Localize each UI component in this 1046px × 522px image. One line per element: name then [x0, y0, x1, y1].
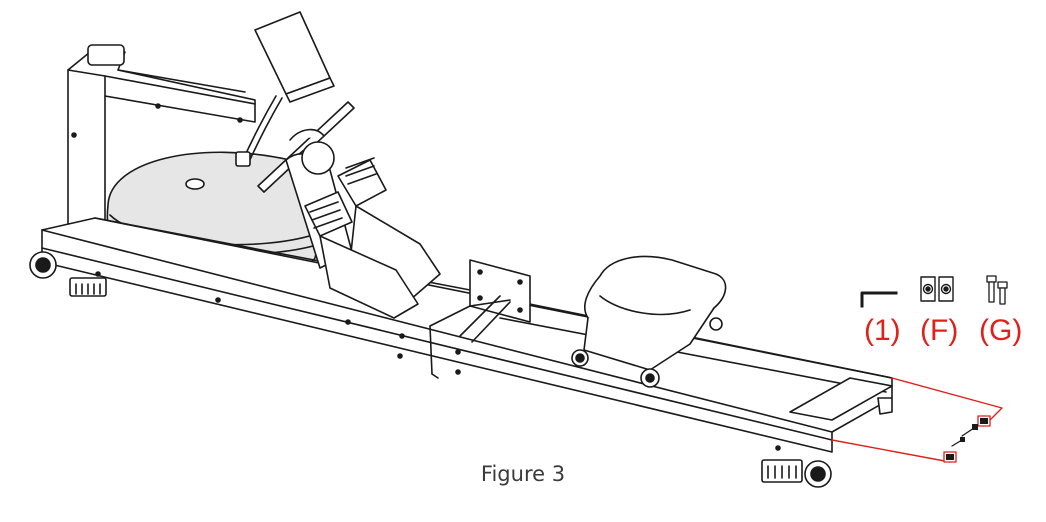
rear-support-foot [877, 397, 893, 415]
bolt-pair-icon [986, 275, 1008, 305]
bolt-upper [961, 424, 978, 437]
rear-foot [761, 459, 803, 483]
end-cap-upper [977, 415, 991, 427]
part-label-f: (F) [920, 314, 959, 347]
front-foot [69, 277, 107, 297]
end-cap-lower [943, 451, 957, 463]
bolt-lower [951, 437, 965, 447]
front-frame [67, 44, 256, 233]
main-rail [41, 217, 893, 453]
tablet-holder [235, 11, 335, 167]
mid-connector-plate [429, 259, 531, 343]
end-cap-pair-icon [920, 276, 954, 302]
figure-caption: Figure 3 [480, 462, 566, 486]
front-wheel [29, 251, 57, 279]
rear-wheel [804, 460, 832, 488]
part-label-1: (1) [864, 314, 901, 347]
footrests [285, 141, 441, 319]
seat [571, 255, 727, 388]
exploded-hardware [943, 415, 991, 463]
allen-key-icon [860, 291, 898, 308]
part-label-g: (G) [979, 314, 1023, 347]
